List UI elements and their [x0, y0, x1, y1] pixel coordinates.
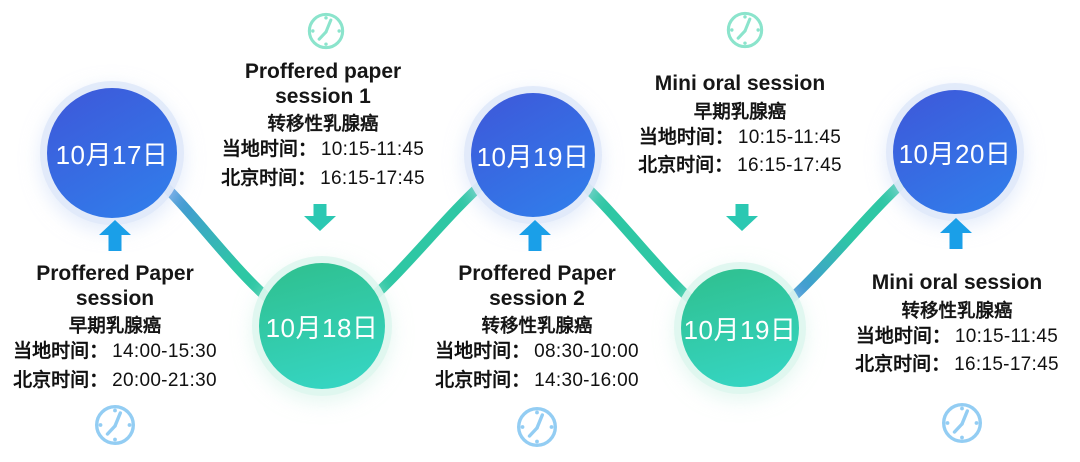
local-time-label: 当地时间： [855, 325, 951, 347]
local-time-label: 当地时间： [435, 341, 531, 362]
date-node-oct20: 10月20日 [893, 90, 1017, 214]
beijing-time-row: 北京时间：16:15-17:45 [625, 152, 855, 180]
date-node-oct19-am: 10月19日 [471, 93, 595, 217]
local-time-value: 08:30-10:00 [534, 341, 639, 362]
local-time-label: 当地时间： [13, 341, 109, 362]
session-block-oct17: Proffered Paper session 早期乳腺癌 当地时间：14:00… [0, 262, 230, 394]
local-time-label: 当地时间： [221, 139, 317, 160]
session-block-oct20: Mini oral session 转移性乳腺癌 当地时间：10:15-11:4… [842, 271, 1072, 379]
date-label: 10月17日 [55, 139, 169, 170]
local-time-row: 当地时间：10:15-11:45 [208, 136, 438, 164]
session-title: Proffered Paper session 2 [458, 262, 616, 310]
arrow-up-icon [519, 220, 551, 251]
clock-icon [517, 407, 557, 447]
local-time-row: 当地时间：08:30-10:00 [422, 338, 652, 366]
beijing-time-label: 北京时间： [638, 155, 734, 176]
clock-icon [95, 405, 135, 445]
beijing-time-value: 16:15-17:45 [737, 155, 842, 176]
local-time-value: 14:00-15:30 [112, 341, 217, 362]
beijing-time-label: 北京时间： [13, 369, 109, 391]
date-node-oct17: 10月17日 [47, 88, 177, 218]
session-subtitle: 转移性乳腺癌 [267, 113, 379, 134]
clock-icon [942, 403, 982, 443]
beijing-time-label: 北京时间： [855, 354, 951, 375]
session-block-oct19-pm: Mini oral session 早期乳腺癌 当地时间：10:15-11:45… [625, 72, 855, 180]
date-label: 10月18日 [265, 312, 379, 343]
date-label: 10月19日 [476, 141, 590, 172]
session-title: Mini oral session [654, 72, 826, 95]
beijing-time-label: 北京时间： [435, 369, 531, 391]
local-time-row: 当地时间：10:15-11:45 [625, 124, 855, 152]
session-subtitle: 转移性乳腺癌 [481, 315, 593, 336]
beijing-time-row: 北京时间：16:15-17:45 [208, 165, 438, 193]
session-subtitle: 转移性乳腺癌 [901, 299, 1013, 321]
beijing-time-label: 北京时间： [221, 167, 317, 189]
session-title: Mini oral session [871, 271, 1043, 294]
beijing-time-row: 北京时间：20:00-21:30 [0, 367, 230, 395]
clock-icon [307, 12, 345, 50]
local-time-row: 当地时间：14:00-15:30 [0, 338, 230, 366]
beijing-time-value: 20:00-21:30 [112, 369, 217, 391]
beijing-time-value: 16:15-17:45 [320, 167, 425, 189]
local-time-value: 10:15-11:45 [737, 126, 842, 148]
beijing-time-row: 北京时间：16:15-17:45 [842, 351, 1072, 379]
local-time-value: 10:15-11:45 [954, 325, 1059, 347]
date-node-oct18: 10月18日 [259, 263, 385, 389]
local-time-label: 当地时间： [638, 126, 734, 148]
local-time-value: 10:15-11:45 [320, 139, 425, 160]
date-label: 10月19日 [683, 314, 797, 345]
local-time-row: 当地时间：10:15-11:45 [842, 323, 1072, 351]
arrow-up-icon [940, 218, 972, 249]
arrow-down-icon [304, 204, 336, 231]
beijing-time-value: 14:30-16:00 [534, 369, 639, 391]
arrow-up-icon [99, 220, 131, 251]
beijing-time-value: 16:15-17:45 [954, 354, 1059, 375]
session-subtitle: 早期乳腺癌 [68, 315, 162, 336]
session-title: Proffered Paper session [36, 262, 194, 310]
clock-icon [726, 11, 764, 49]
session-title: Proffered paper session 1 [244, 60, 402, 108]
arrow-down-icon [726, 204, 758, 231]
date-node-oct19-pm: 10月19日 [681, 269, 799, 387]
date-label: 10月20日 [898, 138, 1012, 169]
session-block-oct18: Proffered paper session 1 转移性乳腺癌 当地时间：10… [208, 60, 438, 192]
session-subtitle: 早期乳腺癌 [693, 100, 787, 122]
session-block-oct19-am: Proffered Paper session 2 转移性乳腺癌 当地时间：08… [422, 262, 652, 394]
beijing-time-row: 北京时间：14:30-16:00 [422, 367, 652, 395]
